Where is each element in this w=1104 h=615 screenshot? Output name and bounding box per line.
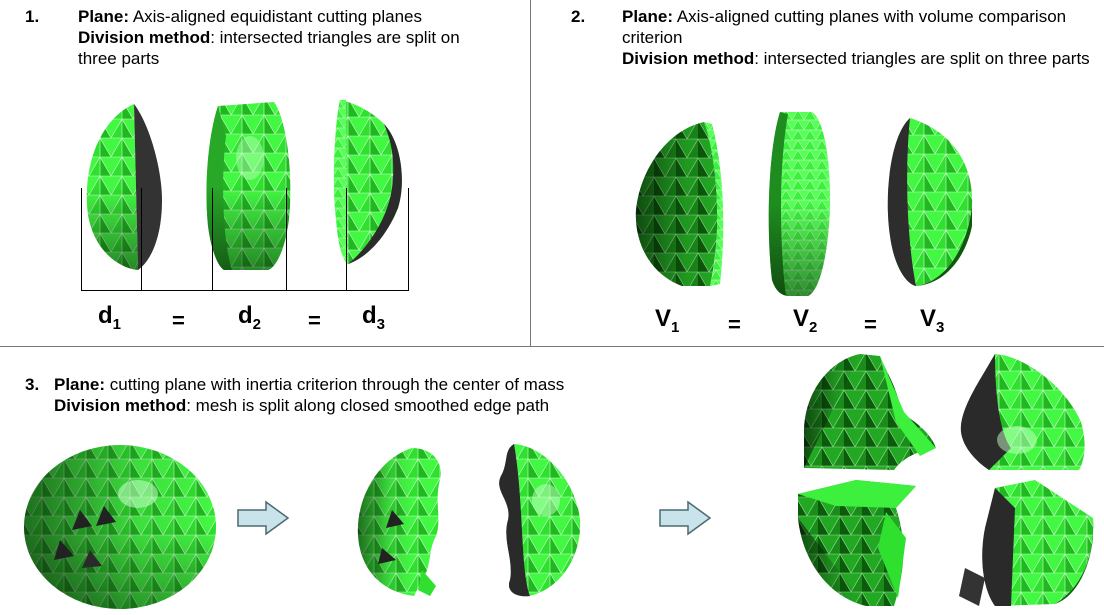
panel1-description: Plane: Axis-aligned equidistant cutting … [78,6,498,69]
panel2-plane-label: Plane: [622,7,674,26]
panel2-number: 2. [571,7,586,26]
panel3-division-text: : mesh is split along closed smoothed ed… [186,396,550,415]
panel1-left-cap [86,104,162,270]
panel2-description: Plane: Axis-aligned cutting planes with … [622,6,1097,69]
panel3-division-label: Division method [54,396,187,415]
panel1-tick-1 [81,188,82,291]
panel1-equals-2: = [308,308,321,333]
panel1-tick-4 [286,188,287,291]
panel2-formula-term-3: V3 [920,305,945,336]
panel1-measure-baseline [81,290,409,291]
panel1-formula-term-3: d3 [362,302,386,333]
panel2-right-cap [887,118,973,286]
panel2-plane-text: Axis-aligned cutting planes with volume … [622,7,1067,47]
panel3-quarter-top-left [804,354,936,470]
panel3-quarter-bottom-right [959,480,1094,606]
horizontal-divider [0,346,1104,347]
panel2-division-text: : intersected triangles are split on thr… [754,49,1090,68]
panel3-description: Plane: cutting plane with inertia criter… [54,374,774,416]
panel1-right-cap [333,100,402,264]
panel1-tick-5 [346,188,347,291]
right-arrow-icon [659,500,712,536]
panel2-formula-term-2: V2 [793,305,818,336]
panel3-quarter-bottom-left [798,480,916,606]
panel1-tick-6 [408,188,409,291]
panel1-division-text: : intersected triangles are split on thr… [78,28,460,68]
panel1-equals-1: = [172,308,185,333]
panel3-plane-text: cutting plane with inertia criterion thr… [105,375,565,394]
panel3-number: 3. [25,375,40,394]
panel1-plane-text: Axis-aligned equidistant cutting planes [129,7,422,26]
panel1-division-label: Division method [78,28,211,47]
panel1-plane-label: Plane: [78,7,130,26]
panel3-plane-label: Plane: [54,375,106,394]
panel2-equals-2: = [864,312,877,337]
panel3-whole-sphere [24,445,216,609]
panel2-equals-1: = [728,312,741,337]
panel1-formula-term-2: d2 [238,302,262,333]
panel2-division-label: Division method [622,49,755,68]
panel1-tick-2 [141,188,142,291]
right-arrow-icon [237,500,290,536]
panel2-middle-slab [768,112,830,296]
panel3-left-half [357,448,441,596]
panel2-left-cap [635,122,724,286]
panel1-tick-3 [212,188,213,291]
panel1-formula-term-1: d1 [98,302,122,333]
panel1-number: 1. [25,7,40,26]
panel2-formula-term-1: V1 [655,305,680,336]
panel3-right-half [499,444,581,597]
vertical-divider [530,0,531,346]
panel3-quarter-top-right [960,354,1085,470]
panel1-middle-slab [206,102,291,270]
